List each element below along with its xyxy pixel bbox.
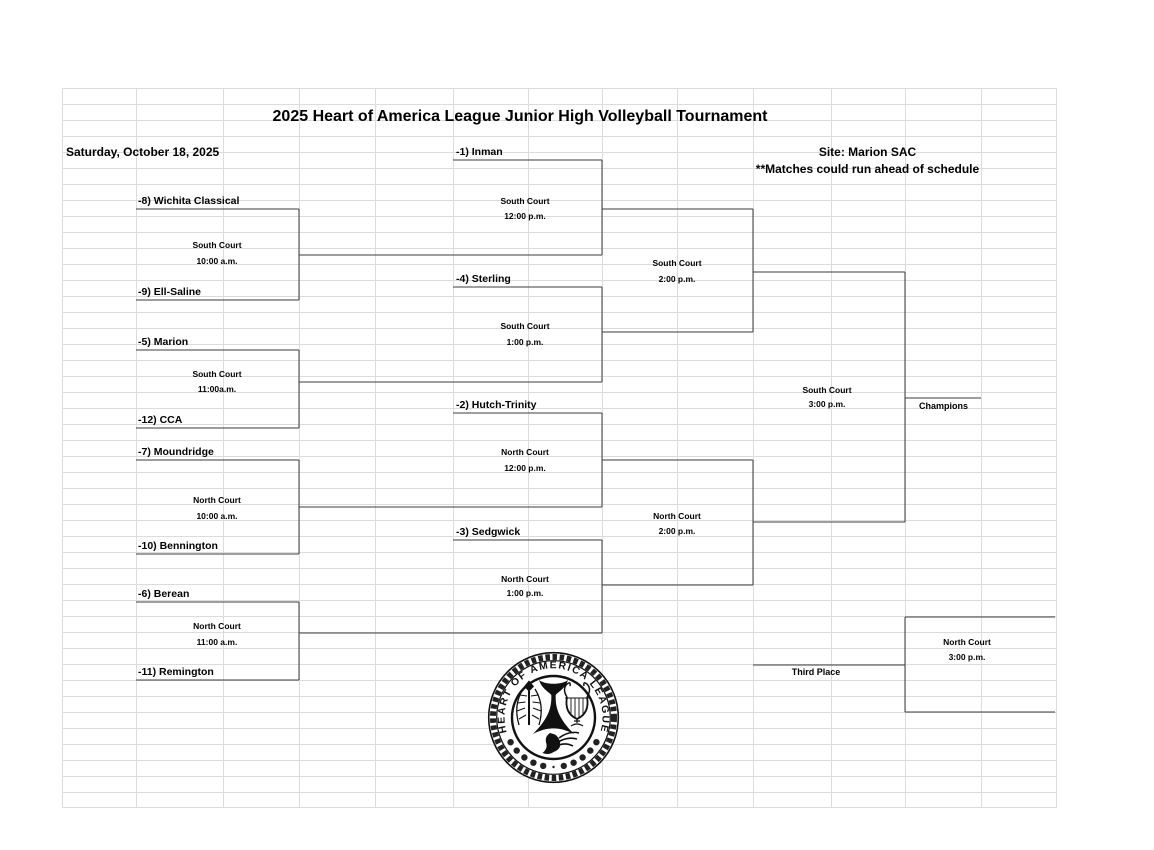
team-sedgwick: -3) Sedgwick xyxy=(456,526,521,538)
bracket-quarterfinal-south-1pm xyxy=(453,286,753,382)
time-label: 3:00 p.m. xyxy=(808,399,846,409)
court-label: South Court xyxy=(802,385,852,395)
court-label: South Court xyxy=(500,321,550,331)
time-label: 11:00a.m. xyxy=(197,384,237,394)
team-ell-saline: -9) Ell-Saline xyxy=(138,286,202,298)
team-sterling: -4) Sterling xyxy=(456,273,511,285)
third-place-label: Third Place xyxy=(791,667,841,677)
schedule-notice: **Matches could run ahead of schedule xyxy=(755,162,980,176)
time-label: 11:00 a.m. xyxy=(196,637,238,647)
lyre-icon xyxy=(563,682,591,727)
page-title: 2025 Heart of America League Junior High… xyxy=(272,108,768,125)
site-label: Site: Marion SAC xyxy=(818,145,917,159)
bracket-semifinal-south-2pm xyxy=(752,209,905,332)
court-label: North Court xyxy=(193,495,241,505)
tournament-date: Saturday, October 18, 2025 xyxy=(66,145,220,159)
champions-label: Champions xyxy=(918,401,968,411)
bracket-third-place-north-3pm xyxy=(753,616,1055,713)
bracket-match-south-10am xyxy=(136,208,602,301)
winged-foot-icon xyxy=(542,731,580,755)
time-label: 1:00 p.m. xyxy=(506,588,544,598)
time-label: 1:00 p.m. xyxy=(506,337,544,347)
seal-outer-text-band xyxy=(490,654,617,781)
torch-laurel-icon xyxy=(516,680,542,726)
time-label: 3:00 p.m. xyxy=(948,652,986,662)
team-bennington: -10) Bennington xyxy=(138,540,218,552)
time-label: 12:00 p.m. xyxy=(504,463,546,473)
court-label: North Court xyxy=(193,621,241,631)
team-wichita-classical: -8) Wichita Classical xyxy=(138,195,240,207)
court-label: South Court xyxy=(192,240,242,250)
team-berean: -6) Berean xyxy=(138,588,190,600)
seal-tripod-emblem xyxy=(533,680,574,734)
time-label: 12:00 p.m. xyxy=(504,211,546,221)
bracket-match-north-10am xyxy=(136,459,602,555)
bracket-semifinal-north-2pm xyxy=(752,460,905,585)
bracket-quarterfinal-north-1pm xyxy=(453,539,753,633)
bracket-match-south-11am xyxy=(136,349,602,429)
court-label: South Court xyxy=(652,258,702,268)
court-label: South Court xyxy=(192,369,242,379)
court-label: North Court xyxy=(501,447,549,457)
team-remington: -11) Remington xyxy=(138,666,214,678)
court-label: North Court xyxy=(501,574,549,584)
team-inman: -1) Inman xyxy=(456,146,503,158)
time-label: 10:00 a.m. xyxy=(196,256,238,266)
court-label: North Court xyxy=(653,511,701,521)
league-seal-logo: HEART OF AMERICA LEAGUE xyxy=(487,651,620,784)
team-cca: -12) CCA xyxy=(138,414,183,426)
court-label: North Court xyxy=(943,637,991,647)
bracket-quarterfinal-north-12pm xyxy=(453,412,753,507)
time-label: 2:00 p.m. xyxy=(658,274,696,284)
bracket-quarterfinal-south-12pm xyxy=(453,159,753,255)
court-label: South Court xyxy=(500,196,550,206)
time-label: 2:00 p.m. xyxy=(658,526,696,536)
time-label: 10:00 a.m. xyxy=(196,511,238,521)
bracket-final-south-3pm xyxy=(904,272,981,522)
team-marion: -5) Marion xyxy=(138,336,189,348)
team-moundridge: -7) Moundridge xyxy=(138,446,214,458)
bracket-match-north-11am xyxy=(136,601,602,681)
seal-mascot-icons xyxy=(507,739,600,770)
team-hutch-trinity: -2) Hutch-Trinity xyxy=(456,399,537,411)
